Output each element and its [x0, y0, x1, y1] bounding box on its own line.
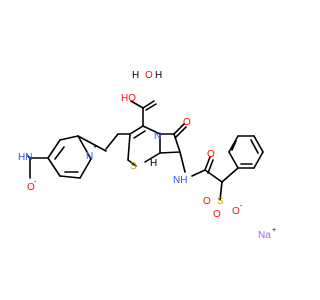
amide-o-label: O	[207, 149, 215, 160]
bond-cooh	[130, 100, 144, 109]
bond	[228, 135, 239, 153]
bond-double	[175, 126, 187, 138]
pyridinium-ring	[27, 135, 107, 179]
bond	[79, 158, 92, 179]
beta-lactam-o-label: O	[183, 117, 191, 128]
bond-linker	[105, 133, 119, 150]
amide-o-charge-label: -	[34, 179, 37, 186]
bond-double	[231, 140, 237, 151]
bond	[27, 155, 31, 159]
amide-nh-label: NH	[173, 175, 187, 186]
bond-cooh	[142, 100, 155, 109]
bond-side	[204, 156, 211, 171]
bond-cooh-double	[145, 103, 157, 111]
bond	[47, 139, 61, 159]
beta-lactam-ring	[159, 123, 187, 154]
bond	[129, 125, 144, 135]
bond	[127, 159, 137, 167]
sulfonate-o2-label: O	[213, 209, 221, 220]
ring-n-label: N	[154, 131, 161, 142]
sodium-label: Na	[258, 230, 271, 241]
bond	[144, 152, 161, 163]
water-o-label: O	[145, 70, 153, 81]
bond-sulfonate	[219, 181, 223, 201]
structure-svg: H O H HO O N S H NH O N + HN O - O S O O…	[18, 70, 276, 241]
pyridinium-n-label: N	[86, 151, 93, 162]
bond	[159, 151, 181, 154]
water-h2-label: H	[155, 70, 162, 81]
phenyl-ring	[228, 135, 264, 169]
sulfonate-o1-label: O	[203, 196, 211, 207]
bond	[77, 135, 107, 152]
sulfonate-s-label: S	[217, 196, 224, 207]
molecule-diagram: H O H HO O N S H NH O N + HN O - O S O O…	[18, 70, 276, 241]
dihydrothiazine-ring	[127, 125, 161, 167]
bond-side	[191, 169, 206, 177]
bond-side	[179, 151, 186, 173]
bond-double	[54, 146, 65, 160]
imine-label: HN	[18, 152, 32, 163]
pyridinium-charge-label: +	[93, 144, 97, 151]
bond	[173, 133, 181, 153]
bond	[77, 135, 92, 160]
bond-double	[133, 130, 146, 139]
sulfonate-charge-label: -	[240, 203, 243, 210]
bond-side-double	[207, 159, 214, 174]
bond	[59, 135, 79, 141]
bond	[253, 135, 264, 153]
bond	[59, 175, 81, 179]
bond	[127, 133, 131, 161]
bridge-h-label: H	[150, 158, 157, 169]
bond-side	[221, 167, 239, 183]
bond-double	[250, 139, 259, 154]
bond	[228, 151, 239, 169]
sodium-charge-label: +	[272, 227, 276, 234]
amide-o-minus-label: O	[27, 182, 35, 193]
sulfonate-o3-label: O	[232, 206, 240, 217]
cooh-ho-label: HO	[121, 93, 136, 104]
bond-side	[204, 169, 223, 183]
bond	[47, 157, 61, 177]
bond	[142, 125, 161, 135]
bond	[173, 123, 185, 135]
water-h1-label: H	[132, 70, 139, 81]
bond	[253, 151, 264, 169]
ring-s-label: S	[130, 161, 137, 172]
